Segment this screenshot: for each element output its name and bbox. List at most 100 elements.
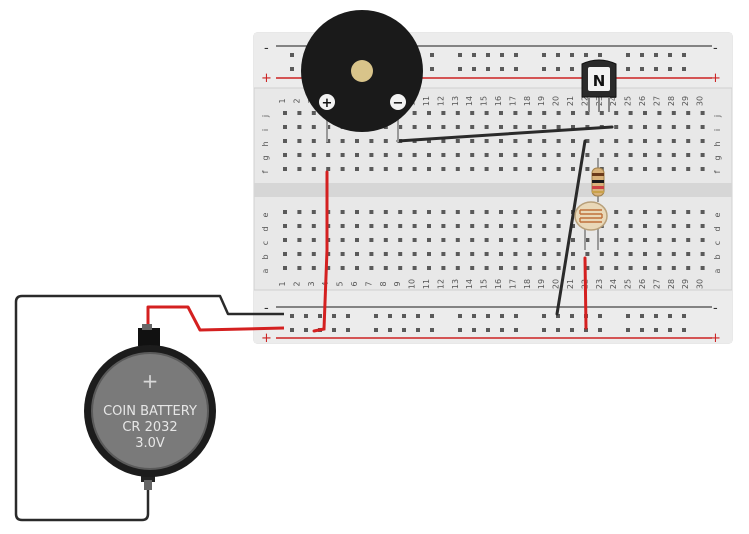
breadboard-hole[interactable] (542, 210, 547, 214)
breadboard-hole[interactable] (527, 153, 532, 157)
breadboard-hole[interactable] (484, 224, 489, 228)
breadboard-hole[interactable] (455, 252, 460, 256)
breadboard-hole[interactable] (571, 238, 575, 242)
breadboard-hole[interactable] (441, 153, 446, 157)
breadboard-hole[interactable] (599, 252, 604, 256)
breadboard-hole[interactable] (470, 153, 475, 157)
breadboard-hole[interactable] (643, 210, 647, 214)
breadboard-hole[interactable] (455, 266, 460, 270)
breadboard-hole[interactable] (499, 224, 503, 228)
wire-battery-positive[interactable] (146, 305, 285, 332)
breadboard-hole[interactable] (340, 153, 345, 157)
breadboard-hole[interactable] (556, 238, 561, 242)
breadboard-hole[interactable] (556, 167, 561, 171)
breadboard-hole[interactable] (628, 125, 633, 129)
breadboard-hole[interactable] (542, 328, 546, 332)
breadboard-hole[interactable] (643, 125, 647, 129)
breadboard-hole[interactable] (643, 111, 647, 115)
breadboard-hole[interactable] (614, 252, 619, 256)
breadboard-hole[interactable] (297, 167, 302, 171)
breadboard-hole[interactable] (311, 139, 316, 143)
breadboard-hole[interactable] (657, 111, 662, 115)
breadboard-hole[interactable] (640, 67, 644, 71)
breadboard-hole[interactable] (297, 111, 302, 115)
breadboard-hole[interactable] (441, 167, 446, 171)
breadboard-hole[interactable] (628, 266, 633, 270)
breadboard-hole[interactable] (297, 125, 302, 129)
breadboard-hole[interactable] (628, 252, 633, 256)
breadboard-hole[interactable] (643, 238, 647, 242)
breadboard-hole[interactable] (686, 238, 691, 242)
breadboard-hole[interactable] (657, 210, 662, 214)
breadboard-hole[interactable] (671, 125, 676, 129)
breadboard-hole[interactable] (297, 139, 302, 143)
breadboard-hole[interactable] (383, 153, 388, 157)
breadboard-hole[interactable] (383, 139, 388, 143)
breadboard-hole[interactable] (700, 167, 705, 171)
breadboard-hole[interactable] (614, 139, 619, 143)
breadboard-hole[interactable] (472, 67, 476, 71)
breadboard-hole[interactable] (542, 266, 547, 270)
breadboard-hole[interactable] (686, 111, 691, 115)
breadboard-hole[interactable] (470, 111, 475, 115)
breadboard-hole[interactable] (626, 53, 630, 57)
breadboard-hole[interactable] (311, 266, 316, 270)
breadboard-hole[interactable] (686, 167, 691, 171)
breadboard-hole[interactable] (297, 210, 302, 214)
breadboard-hole[interactable] (427, 125, 431, 129)
breadboard-hole[interactable] (700, 139, 705, 143)
breadboard-hole[interactable] (657, 153, 662, 157)
breadboard-hole[interactable] (598, 314, 602, 318)
breadboard-hole[interactable] (671, 111, 676, 115)
breadboard-hole[interactable] (640, 328, 644, 332)
breadboard-hole[interactable] (571, 224, 575, 228)
breadboard-hole[interactable] (671, 238, 676, 242)
breadboard-hole[interactable] (326, 266, 331, 270)
breadboard-hole[interactable] (585, 153, 590, 157)
breadboard-hole[interactable] (441, 139, 446, 143)
breadboard-hole[interactable] (311, 238, 316, 242)
breadboard-hole[interactable] (484, 238, 489, 242)
breadboard-hole[interactable] (470, 139, 475, 143)
breadboard-hole[interactable] (527, 125, 532, 129)
breadboard-hole[interactable] (470, 252, 475, 256)
breadboard-hole[interactable] (297, 224, 302, 228)
resistor[interactable] (591, 158, 605, 202)
breadboard-hole[interactable] (671, 252, 676, 256)
breadboard-hole[interactable] (700, 111, 705, 115)
breadboard-hole[interactable] (383, 167, 388, 171)
breadboard-hole[interactable] (643, 266, 647, 270)
breadboard-hole[interactable] (628, 153, 633, 157)
breadboard-hole[interactable] (416, 314, 420, 318)
breadboard-hole[interactable] (499, 238, 503, 242)
breadboard-hole[interactable] (283, 224, 287, 228)
breadboard-hole[interactable] (486, 67, 490, 71)
breadboard-hole[interactable] (500, 67, 504, 71)
breadboard-hole[interactable] (643, 252, 647, 256)
breadboard-hole[interactable] (458, 53, 462, 57)
breadboard-hole[interactable] (326, 167, 331, 171)
breadboard-hole[interactable] (542, 238, 547, 242)
breadboard-hole[interactable] (311, 210, 316, 214)
breadboard-hole[interactable] (484, 153, 489, 157)
breadboard-hole[interactable] (470, 210, 475, 214)
breadboard-hole[interactable] (430, 328, 434, 332)
breadboard-hole[interactable] (556, 252, 561, 256)
breadboard-hole[interactable] (455, 111, 460, 115)
breadboard-hole[interactable] (556, 328, 560, 332)
breadboard-hole[interactable] (700, 238, 705, 242)
breadboard-hole[interactable] (484, 139, 489, 143)
breadboard-hole[interactable] (311, 111, 316, 115)
breadboard-hole[interactable] (297, 238, 302, 242)
breadboard-hole[interactable] (585, 125, 590, 129)
breadboard-hole[interactable] (283, 252, 287, 256)
breadboard-hole[interactable] (326, 139, 331, 143)
breadboard-hole[interactable] (427, 111, 431, 115)
breadboard-hole[interactable] (340, 224, 345, 228)
breadboard-hole[interactable] (484, 252, 489, 256)
breadboard-hole[interactable] (614, 224, 619, 228)
breadboard-hole[interactable] (484, 167, 489, 171)
breadboard-hole[interactable] (499, 139, 503, 143)
breadboard-hole[interactable] (484, 111, 489, 115)
breadboard-hole[interactable] (514, 67, 518, 71)
